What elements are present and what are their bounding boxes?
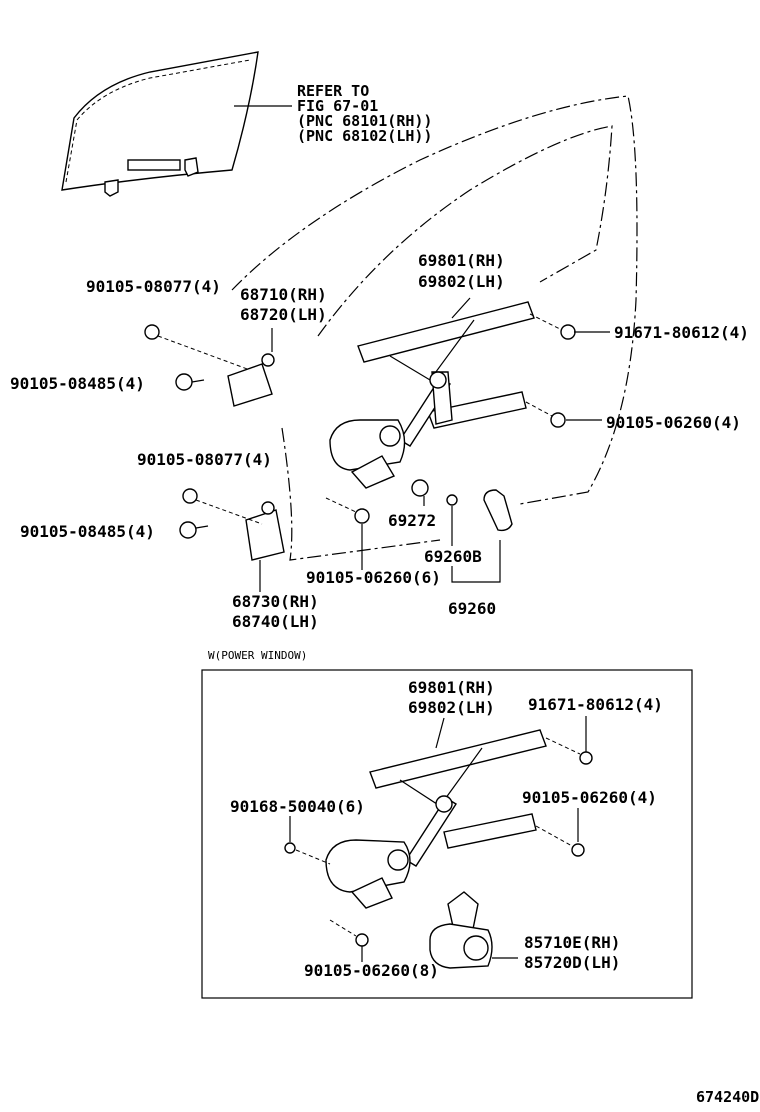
label-69801-rh: 69801(RH) xyxy=(418,251,505,270)
door-outline xyxy=(231,95,638,561)
part-69272-collar xyxy=(411,479,429,497)
inset-label-91671-80612: 91671-80612(4) xyxy=(528,695,663,714)
label-69272: 69272 xyxy=(388,511,436,530)
label-69260b: 69260B xyxy=(424,547,482,566)
refer-line-2: FIG 67-01 xyxy=(297,97,378,115)
upper-leader-lines xyxy=(259,297,610,592)
door-glass-illustration xyxy=(61,51,259,197)
label-90105-06260-six: 90105-06260(6) xyxy=(306,568,441,587)
bolt-91671-top xyxy=(529,313,576,340)
bolt-90105-06260-right xyxy=(525,401,566,428)
label-90105-08485-b: 90105-08485(4) xyxy=(20,522,155,541)
refer-to-note: REFER TO FIG 67-01 (PNC 68101(RH)) (PNC … xyxy=(297,82,432,145)
label-69260: 69260 xyxy=(448,599,496,618)
inset-label-90105-06260-four: 90105-06260(4) xyxy=(522,788,657,807)
label-90105-06260-right: 90105-06260(4) xyxy=(606,413,741,432)
power-window-regulator xyxy=(325,729,547,909)
bolt-90105-08077-top xyxy=(144,324,251,371)
refer-line-1: REFER TO xyxy=(297,82,369,100)
bolt-90105-06260-six xyxy=(325,497,370,524)
inset-label-90168-50040: 90168-50040(6) xyxy=(230,797,365,816)
inset-frame xyxy=(201,669,693,999)
bolt-90105-08077-bottom xyxy=(182,488,263,525)
label-68720-lh: 68720(LH) xyxy=(240,305,327,324)
part-69260b-grommet xyxy=(446,494,458,506)
inset-label-85710e-rh: 85710E(RH) xyxy=(524,933,620,952)
label-90105-08077-a: 90105-08077(4) xyxy=(86,277,221,296)
inset-bolts xyxy=(284,737,593,947)
inset-label-69802-lh: 69802(LH) xyxy=(408,698,495,717)
bolt-90105-08485-top xyxy=(175,373,205,391)
label-68740-lh: 68740(LH) xyxy=(232,612,319,631)
inset-label-85720d-lh: 85720D(LH) xyxy=(524,953,620,972)
refer-line-3: (PNC 68101(RH)) xyxy=(297,112,432,130)
label-91671-80612: 91671-80612(4) xyxy=(614,323,749,342)
label-90105-08077-b: 90105-08077(4) xyxy=(137,450,272,469)
label-68730-rh: 68730(RH) xyxy=(232,592,319,611)
inset-label-90105-06260-eight: 90105-06260(8) xyxy=(304,961,439,980)
part-69260-handle xyxy=(483,489,513,532)
label-90105-08485-a: 90105-08485(4) xyxy=(10,374,145,393)
inset-title: W(POWER WINDOW) xyxy=(208,649,307,662)
power-window-inset: W(POWER WINDOW) xyxy=(201,649,693,999)
figure-code: 674240D xyxy=(696,1088,759,1106)
manual-window-regulator xyxy=(329,301,535,489)
window-motor xyxy=(429,891,493,969)
inset-label-69801-rh: 69801(RH) xyxy=(408,678,495,697)
upper-hinge-bracket xyxy=(227,353,275,407)
label-69802-lh: 69802(LH) xyxy=(418,272,505,291)
lower-hinge-bracket xyxy=(245,501,285,561)
label-68710-rh: 68710(RH) xyxy=(240,285,327,304)
bolt-90105-08485-bottom xyxy=(179,521,209,539)
refer-line-4: (PNC 68102(LH)) xyxy=(297,127,432,145)
inset-leader-lines xyxy=(289,716,587,962)
